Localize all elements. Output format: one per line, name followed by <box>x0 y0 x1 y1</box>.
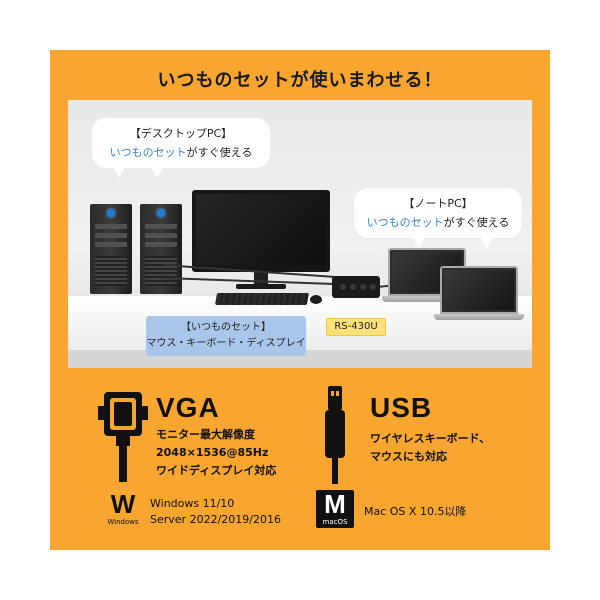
headline-band <box>50 50 550 102</box>
windows-logo-icon: W Windows <box>107 489 139 526</box>
vga-title: VGA <box>156 392 220 423</box>
usb-connector-icon <box>325 386 345 484</box>
notebook-bubble: 【ノートPC】 いつものセットがすぐ使える <box>354 188 522 238</box>
vga-connector-icon <box>98 392 148 482</box>
usb-title: USB <box>370 392 433 423</box>
power-icon <box>107 209 115 217</box>
desktop-tower-2 <box>140 204 182 294</box>
macos-logo-icon: M macOS <box>316 490 354 528</box>
desktop-bubble: 【デスクトップPC】 いつものセットがすぐ使える <box>92 118 270 168</box>
headline: いつものセットが使いまわせる！ <box>157 70 443 91</box>
kvm-switch <box>332 276 380 298</box>
vga-description: モニター最大解像度 2048×1536@85Hz ワイドディスプレイ対応 <box>156 428 277 477</box>
desktop-tower-1 <box>90 204 132 294</box>
desktop-bubble-accent: いつものセット <box>109 146 187 159</box>
model-tag: RS-430U <box>326 318 386 336</box>
power-icon <box>157 209 165 217</box>
windows-support-text: Windows 11/10 Server 2022/2019/2016 <box>150 497 281 526</box>
mouse <box>310 295 322 304</box>
mac-support-text: Mac OS X 10.5以降 <box>364 505 467 518</box>
laptop-2 <box>434 266 524 322</box>
notebook-bubble-suffix: がすぐ使える <box>443 216 510 229</box>
notebook-bubble-title: 【ノートPC】 <box>403 197 473 210</box>
desktop-bubble-title: 【デスクトップPC】 <box>129 127 233 140</box>
usb-description: ワイヤレスキーボード、 マウスにも対応 <box>370 432 491 463</box>
keyboard <box>214 293 310 305</box>
notebook-bubble-accent: いつものセット <box>366 216 444 229</box>
desktop-bubble-suffix: がすぐ使える <box>186 146 253 159</box>
monitor <box>192 190 330 272</box>
usual-set-title: 【いつものセット】 <box>181 322 271 333</box>
usual-set-items: マウス・キーボード・ディスプレイ <box>146 338 306 349</box>
usual-set-tag: 【いつものセット】 マウス・キーボード・ディスプレイ <box>146 316 306 356</box>
